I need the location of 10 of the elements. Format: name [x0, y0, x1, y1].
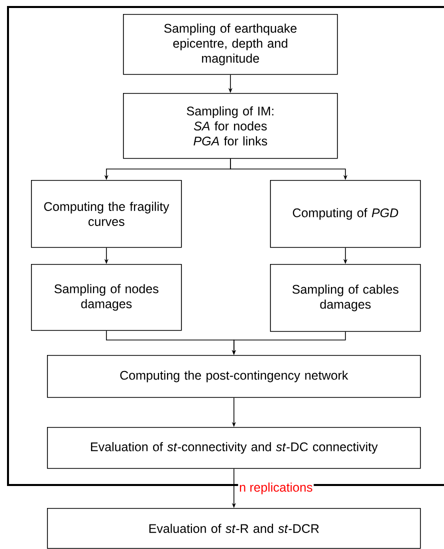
edge-label: n replications: [240, 482, 312, 494]
process-box: Sampling of nodes damages: [31, 264, 182, 331]
process-box: Computing the post-contingency network: [47, 355, 421, 398]
process-box: Sampling of cables damages: [270, 264, 421, 332]
process-box: Sampling of IM: SA for nodes PGA for links: [123, 93, 338, 159]
process-box: Computing of PGD: [270, 180, 421, 248]
process-box: Sampling of earthquake epicentre, depth and magnitude: [123, 14, 338, 75]
process-box: Evaluation of st-R and st-DCR: [47, 508, 421, 549]
process-box: Evaluation of st-connectivity and st-DC connectivity: [47, 427, 421, 469]
process-box: Computing the fragility curves: [31, 180, 182, 248]
